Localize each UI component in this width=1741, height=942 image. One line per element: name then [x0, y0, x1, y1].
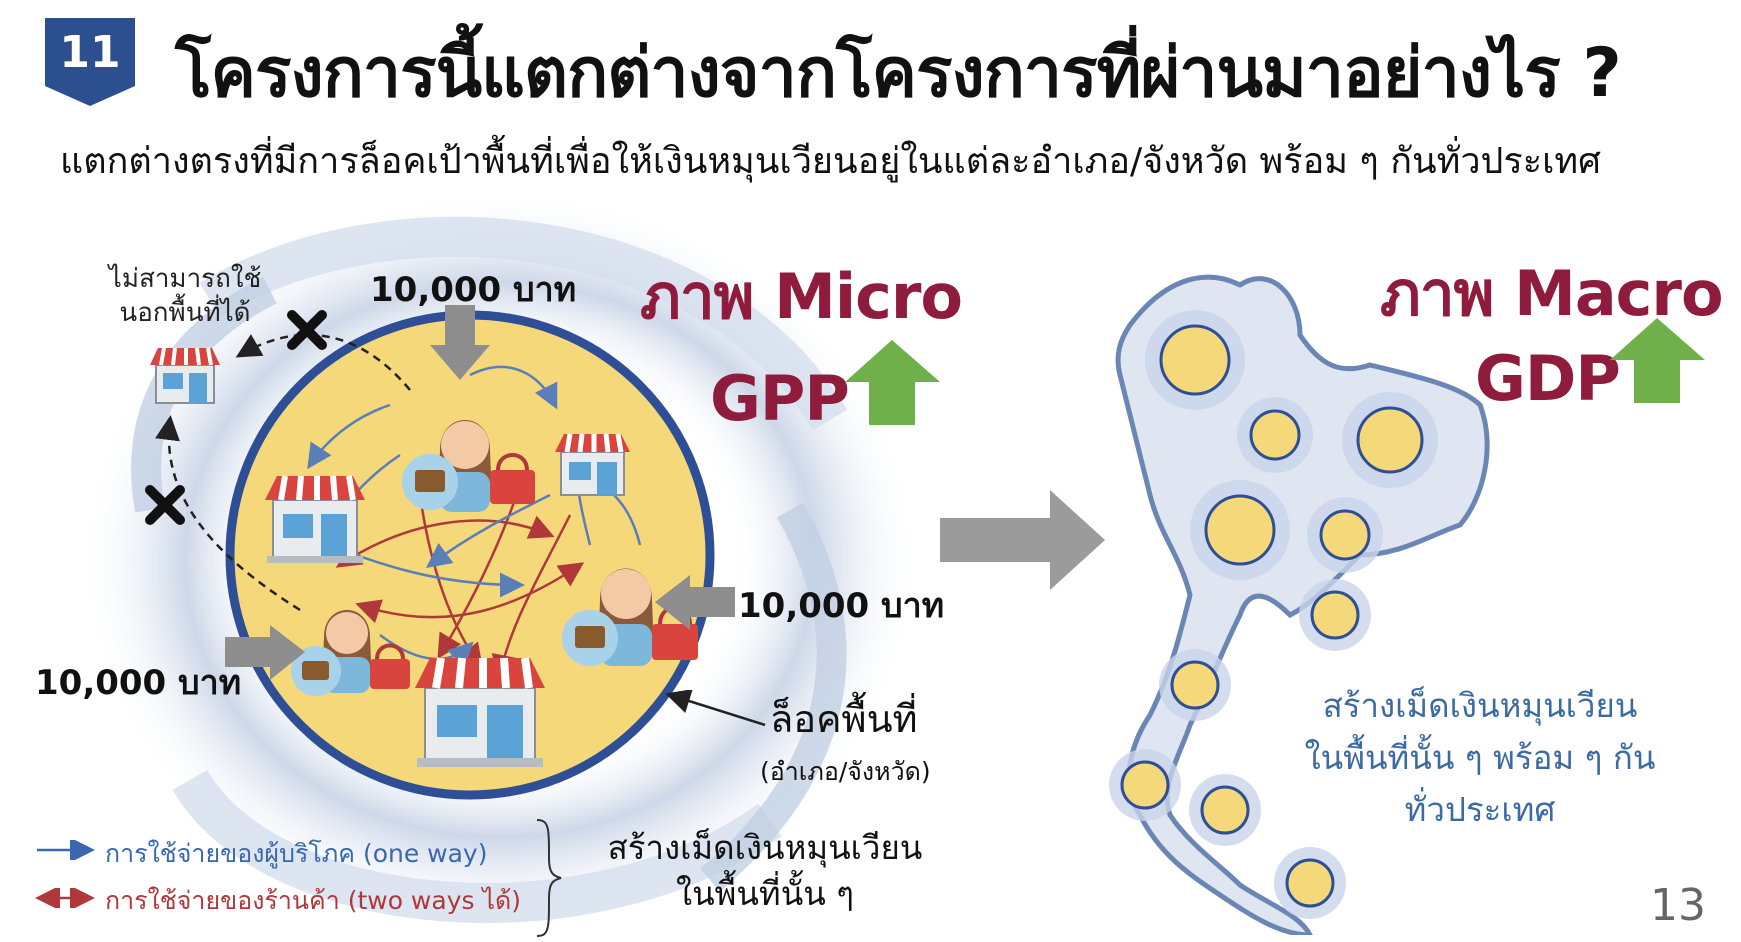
province-coin-icon	[1342, 392, 1438, 488]
province-coin-icon	[1190, 480, 1290, 580]
money-inflow-arrow-left	[225, 625, 305, 680]
province-coin-icon	[1299, 579, 1371, 651]
outside-shop-icon	[150, 347, 220, 404]
lock-pointer-arrow	[665, 690, 766, 727]
outside-note-line2: นอกพื้นที่ได้	[119, 298, 251, 328]
macro-caption-line1: สร้างเม็ดเงินหมุนเวียน	[1322, 686, 1638, 725]
consumer-legend-arrow	[37, 840, 95, 860]
province-coin-icon	[1307, 497, 1383, 573]
micro-caption: สร้างเม็ดเงินหมุนเวียน ในพื้นที่นั้น ๆ	[600, 825, 930, 917]
slide-number: 11	[59, 26, 121, 78]
macro-caption-line3: ทั่วประเทศ	[1404, 790, 1556, 829]
gpp-up-arrow-icon	[845, 340, 940, 425]
province-coin-icon	[1237, 397, 1313, 473]
blocked-x-icon	[287, 310, 327, 350]
province-coin-icon	[1145, 310, 1245, 410]
consumer-icon	[402, 420, 535, 512]
micro-caption-line1: สร้างเม็ดเงินหมุนเวียน	[607, 828, 923, 867]
province-coin-icon	[1159, 649, 1231, 721]
slide-title: โครงการนี้แตกต่างจากโครงการที่ผ่านมาอย่า…	[175, 34, 1622, 113]
money-inflow-arrow-top	[430, 305, 490, 380]
shop-icon	[265, 475, 365, 563]
gdp-up-arrow-icon	[1610, 318, 1705, 403]
shop-legend-arrow	[35, 888, 95, 908]
gdp-label: GDP	[1475, 342, 1621, 415]
micro-caption-line2: ในพื้นที่นั้น ๆ	[675, 874, 855, 913]
outside-note: ไม่สามารถใช้ นอกพื้นที่ได้	[100, 262, 270, 330]
micro-to-macro-arrow	[940, 490, 1105, 590]
blocked-outside-spending	[145, 310, 411, 612]
macro-caption: สร้างเม็ดเงินหมุนเวียน ในพื้นที่นั้น ๆ พ…	[1280, 680, 1680, 836]
lock-area-sublabel: (อำเภอ/จังหวัด)	[760, 757, 931, 786]
macro-label: ภาพ Macro	[1380, 257, 1724, 330]
map-money-circles	[1109, 310, 1438, 919]
consumer-icon	[562, 568, 698, 666]
shop-icon	[555, 433, 630, 496]
slide-subtitle: แตกต่างตรงที่มีการล็อคเป้าพื้นที่เพื่อให…	[60, 141, 1601, 182]
amount-right: 10,000 บาท	[738, 586, 945, 626]
outside-note-line1: ไม่สามารถใช้	[108, 264, 262, 294]
macro-caption-line2: ในพื้นที่นั้น ๆ พร้อม ๆ กัน	[1304, 738, 1656, 777]
province-coin-icon	[1189, 774, 1261, 846]
money-inflow-arrow-right	[655, 575, 735, 630]
micro-label: ภาพ Micro	[640, 260, 963, 333]
shop-icon	[415, 657, 545, 767]
amount-top: 10,000 บาท	[370, 270, 577, 310]
slide-number-badge	[45, 18, 135, 106]
lock-area-label: ล็อคพื้นที่	[770, 697, 918, 741]
page-number: 13	[1650, 880, 1706, 931]
consumer-icon	[291, 610, 410, 696]
legend-bracket	[536, 819, 562, 937]
amount-left: 10,000 บาท	[35, 663, 242, 703]
province-coin-icon	[1274, 847, 1346, 919]
gpp-label: GPP	[710, 362, 850, 435]
province-coin-icon	[1109, 749, 1181, 821]
shop-legend-text: การใช้จ่ายของร้านค้า (two ways ได้)	[105, 886, 522, 915]
consumer-legend-text: การใช้จ่ายของผู้บริโภค (one way)	[105, 839, 488, 868]
